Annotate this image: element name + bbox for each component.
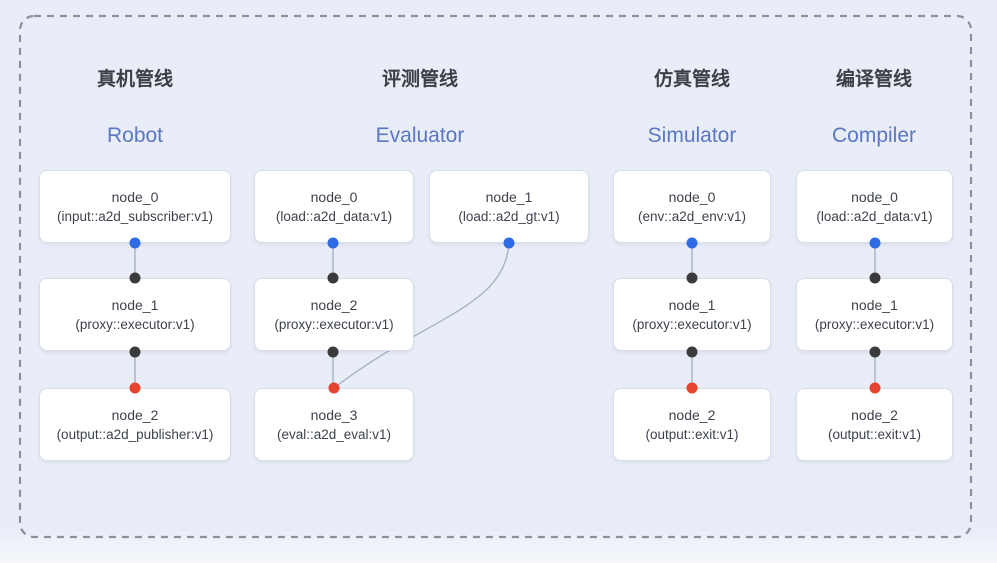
node-name: node_3 [310,407,358,423]
node-name: node_1 [485,189,533,205]
port-dot-black [686,272,698,284]
port-dot-black [869,272,881,284]
port-dot-black [686,346,698,357]
node-box-compiler-1: node_1 (proxy::executor:v1) [796,278,953,351]
node-box-evaluator-3: node_3 (eval::a2d_eval:v1) [254,388,414,461]
node-name: node_0 [851,189,898,205]
node-name: node_2 [310,297,358,313]
node-name: node_2 [668,407,716,423]
node-name: node_0 [111,189,159,205]
node-impl: (env::a2d_env:v1) [637,209,747,224]
port-dot-red [129,382,141,394]
pipeline-title-zh-evaluator: 评测管线 [381,69,459,90]
node-impl: (proxy::executor:v1) [814,317,935,332]
pipeline-title-zh-robot: 真机管线 [96,69,174,90]
pipeline-title-en-evaluator: Evaluator [375,124,465,147]
node-impl: (proxy::executor:v1) [75,317,195,332]
pipeline-title-en-compiler: Compiler [831,124,917,147]
node-impl: (proxy::executor:v1) [274,317,394,332]
node-name: node_1 [111,297,159,313]
connector-curve-gt-to-eval [333,242,510,389]
node-impl: (proxy::executor:v1) [632,317,752,332]
port-dot-black [869,346,881,357]
node-box-evaluator-2: node_2 (proxy::executor:v1) [254,278,414,351]
port-dot-red [869,382,881,394]
pipeline-title-zh-compiler: 编译管线 [835,69,913,90]
node-box-simulator-0: node_0 (env::a2d_env:v1) [613,170,771,243]
node-impl: (eval::a2d_eval:v1) [276,427,392,442]
port-dot-blue [503,237,515,249]
node-impl: (output::exit:v1) [827,427,922,442]
node-box-evaluator-1: node_1 (load::a2d_gt:v1) [429,170,589,243]
port-dot-black [129,272,141,284]
node-name: node_0 [310,189,358,205]
node-box-robot-2: node_2 (output::a2d_publisher:v1) [39,388,231,461]
node-box-compiler-0: node_0 (load::a2d_data:v1) [796,170,953,243]
node-name: node_1 [668,297,716,313]
node-box-evaluator-0: node_0 (load::a2d_data:v1) [254,170,414,243]
node-box-simulator-2: node_2 (output::exit:v1) [613,388,771,461]
dashed-border [18,14,973,539]
node-name: node_2 [851,407,898,423]
port-dot-blue [686,237,698,249]
node-box-robot-0: node_0 (input::a2d_subscriber:v1) [39,170,231,243]
port-dot-black [129,346,141,357]
node-box-simulator-1: node_1 (proxy::executor:v1) [613,278,771,351]
node-impl: (input::a2d_subscriber:v1) [56,209,214,224]
node-name: node_2 [111,407,159,423]
node-name: node_0 [668,189,716,205]
port-dot-black [327,272,339,284]
port-dot-blue [129,237,141,249]
node-impl: (output::a2d_publisher:v1) [56,427,214,442]
node-box-compiler-2: node_2 (output::exit:v1) [796,388,953,461]
node-impl: (load::a2d_gt:v1) [458,209,560,224]
pipeline-title-zh-simulator: 仿真管线 [653,69,731,90]
pipeline-title-en-simulator: Simulator [647,124,737,147]
port-dot-black [327,346,339,357]
pipeline-title-en-robot: Robot [106,124,164,147]
node-impl: (output::exit:v1) [645,427,739,442]
node-impl: (load::a2d_data:v1) [275,209,393,224]
node-name: node_1 [851,297,898,313]
node-impl: (load::a2d_data:v1) [816,209,933,224]
port-dot-blue [869,237,881,249]
node-box-robot-1: node_1 (proxy::executor:v1) [39,278,231,351]
port-dot-blue [327,237,339,249]
port-dot-red [686,382,698,394]
port-dot-red [328,382,340,394]
